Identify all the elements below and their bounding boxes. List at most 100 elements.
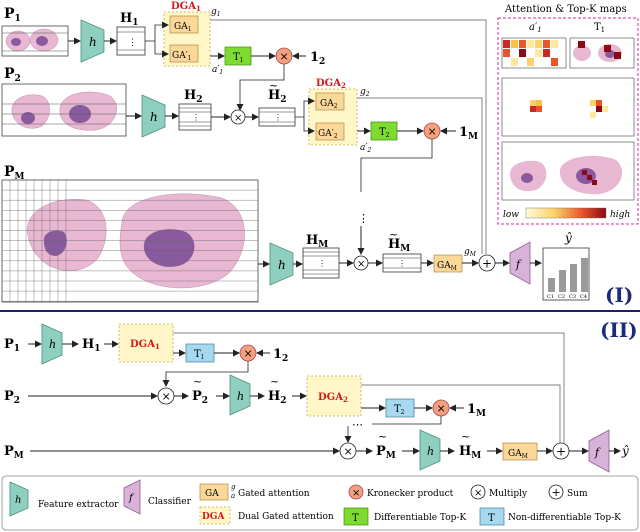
svg-text:T: T [352, 513, 359, 524]
svg-text:GAM: GAM [437, 261, 457, 272]
svg-text:DGA: DGA [202, 512, 225, 522]
svg-text:+: + [552, 486, 561, 499]
legend-mult-label: Multiply [489, 489, 528, 499]
row1-g-route [173, 332, 565, 444]
colorbar [525, 207, 607, 219]
bar-C2 [559, 270, 566, 292]
heat-cell [511, 58, 518, 66]
section-label-1: (I) [605, 283, 633, 307]
p2-slide [1, 83, 127, 137]
heat-cell [511, 40, 518, 48]
dga1-title: DGA1 [171, 1, 201, 13]
heat-cell [543, 40, 550, 48]
svg-text:×: × [162, 390, 171, 403]
p2-row3-pm: PM [4, 444, 24, 461]
p2-row1-p1: P1 [4, 337, 20, 354]
heat-cell [604, 45, 611, 52]
a2-label: a′2 [360, 143, 371, 154]
heat-cell [592, 180, 597, 185]
heat-cell [530, 100, 536, 106]
kron-2: × [423, 122, 441, 140]
heat-cell [503, 49, 510, 57]
h2-tilde-feature-bag: ⋮ [258, 107, 296, 127]
svg-text:DGA2: DGA2 [318, 392, 348, 404]
row2-hdots: ⋯ [352, 418, 363, 431]
row2-dga2: DGA2 [306, 375, 362, 417]
p2-row2-p2: P2 [4, 389, 20, 406]
pm-extractor: h [269, 242, 294, 286]
svg-text:~: ~ [269, 79, 278, 92]
row3-sum: + [552, 442, 570, 460]
svg-text:+: + [556, 445, 566, 459]
heat-cell [596, 106, 602, 112]
svg-text:×: × [474, 488, 482, 499]
pm-slide [1, 179, 259, 303]
heat-cell [519, 40, 526, 48]
svg-text:f: f [594, 446, 601, 459]
mult-1: × [230, 109, 246, 125]
t2-diff-topk: T2 [370, 121, 398, 141]
map-t1-label: T1 [594, 22, 605, 34]
low-label: low [503, 210, 519, 220]
svg-text:+: + [482, 257, 492, 271]
heat-cell [590, 112, 596, 118]
svg-text:×: × [234, 113, 242, 124]
bar-label-C1: C1 [547, 294, 554, 300]
svg-text:a: a [231, 492, 235, 500]
maps-panel: Attention & Top-K maps a′1 T1 a′2 T2 low… [497, 4, 639, 225]
heat-cell [503, 40, 510, 48]
svg-text:⋮: ⋮ [192, 113, 200, 122]
sum-1: + [478, 254, 496, 272]
row3-yhat: ŷ [621, 444, 629, 458]
t1-diff-topk: T1 [224, 46, 252, 66]
mult-m: × [353, 255, 369, 271]
vertical-dots: ⋮ [358, 212, 369, 225]
onem-label: 1M [459, 125, 478, 142]
heat-cell [578, 41, 585, 48]
legend-f-icon [123, 479, 141, 515]
h1-feature-bag: ⋮ [116, 26, 146, 56]
legend-dga-label: Dual Gated attention [238, 512, 334, 522]
hm-feature-bag: ⋮ [302, 247, 340, 279]
a1-label: a′1 [212, 65, 223, 76]
svg-text:×: × [280, 50, 289, 63]
svg-text:×: × [437, 402, 446, 415]
svg-text:×: × [344, 445, 353, 458]
svg-text:T: T [488, 513, 495, 524]
legend-h-label: Feature extractor [38, 500, 119, 510]
svg-text:h: h [150, 110, 158, 124]
g1-label: g1 [211, 7, 221, 18]
heat-cell [551, 58, 558, 66]
map-a1-label: a′1 [529, 22, 542, 34]
heat-cell [536, 106, 542, 112]
bar-label-C2: C2 [558, 294, 565, 300]
svg-text:h: h [15, 495, 21, 506]
row3-gam: GAM [502, 442, 538, 461]
row2-p2-tilde: P2 [192, 389, 208, 406]
legend-f-label: Classifier [148, 497, 192, 507]
row3-pm-tilde: PM [376, 444, 396, 461]
heat-cell [530, 106, 536, 112]
svg-text:h: h [427, 445, 434, 458]
legend-ga-icon [199, 483, 229, 501]
svg-text:~: ~ [461, 430, 470, 443]
bar-C3 [570, 264, 577, 292]
svg-text:h: h [49, 338, 56, 351]
row2-mult: × [157, 387, 175, 405]
bar-label-C3: C3 [569, 294, 576, 300]
svg-text:T2: T2 [394, 404, 405, 416]
legend-topk-diff-icon [343, 507, 369, 526]
svg-text:T1: T1 [233, 52, 244, 64]
row3-hm-tilde: HM [459, 444, 481, 461]
svg-text:GA′1: GA′1 [172, 51, 192, 62]
h2-feature-bag: ⋮ [178, 103, 212, 131]
heat-cell [596, 100, 602, 106]
classifier-1: f [509, 241, 531, 285]
heat-cell [543, 49, 550, 57]
yhat-1: ŷ [564, 231, 572, 245]
heat-cell [527, 40, 534, 48]
gm-label: gM [464, 247, 477, 258]
row3-mult: × [339, 442, 357, 460]
